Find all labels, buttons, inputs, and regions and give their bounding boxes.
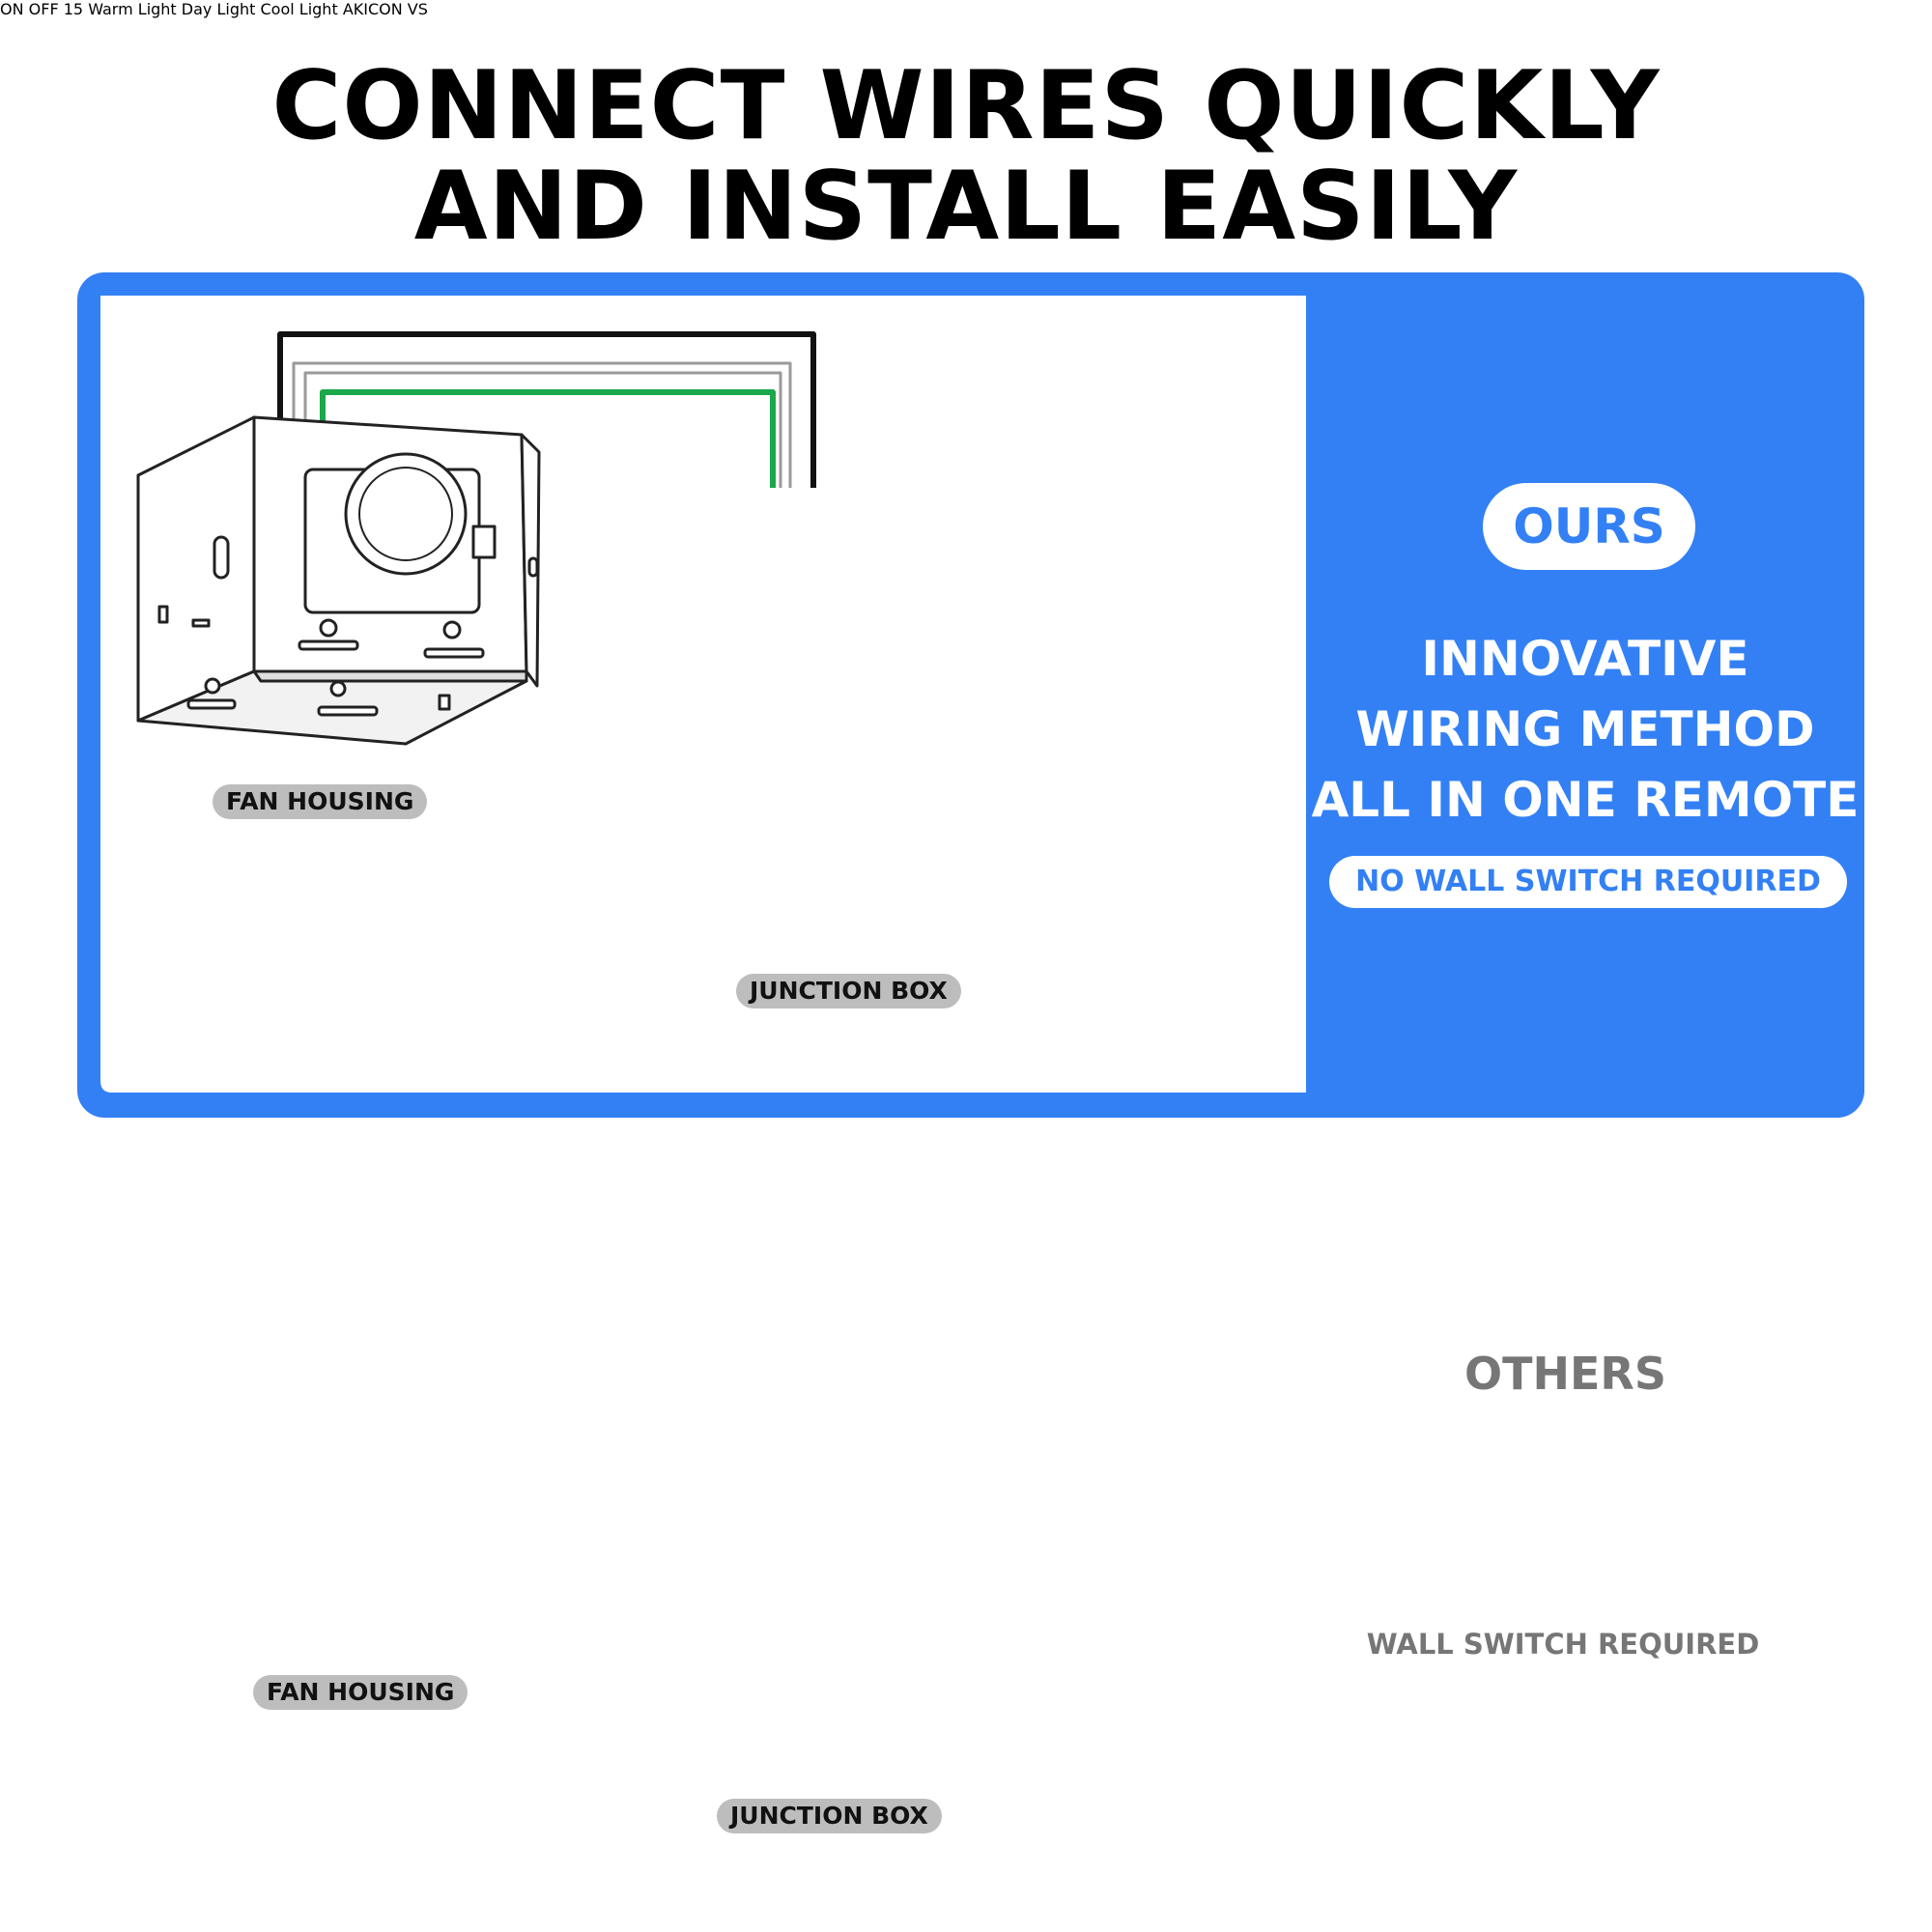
- others-fan-housing-label: FAN HOUSING: [253, 1675, 469, 1710]
- ours-note: NO WALL SWITCH REQUIRED: [1329, 856, 1847, 908]
- vs-text: VS: [407, 0, 428, 18]
- ours-fan-housing: [136, 415, 541, 746]
- vs-badge: VS: [408, 0, 428, 18]
- ours-line-3: ALL IN ONE REMOTE: [1311, 772, 1860, 828]
- ours-fan-housing-label: FAN HOUSING: [213, 784, 428, 819]
- ours-line-2: WIRING METHOD: [1355, 701, 1815, 757]
- others-badge: OTHERS: [1442, 1333, 1689, 1414]
- others-line-1: TRADITIONAL: [1392, 1471, 1730, 1523]
- ours-line-1: INNOVATIVE: [1421, 631, 1749, 687]
- ours-badge: OURS: [1483, 483, 1695, 570]
- ours-wires: [277, 331, 816, 488]
- headline-line-2: AND INSTALL EASILY: [413, 152, 1519, 262]
- headline: CONNECT WIRES QUICKLY AND INSTALL EASILY: [0, 56, 1932, 257]
- remote-control: ON OFF 15 Warm Light Day Light Cool Ligh…: [0, 0, 403, 18]
- ours-junction-box-label: JUNCTION BOX: [736, 974, 961, 1009]
- others-note: WALL SWITCH REQUIRED: [1323, 1618, 1803, 1670]
- remote-brand: AKICON: [342, 0, 403, 18]
- others-junction-box-label: JUNCTION BOX: [717, 1799, 942, 1833]
- headline-line-1: CONNECT WIRES QUICKLY: [271, 51, 1661, 161]
- others-line-2: WIRING METHOD: [1350, 1539, 1773, 1591]
